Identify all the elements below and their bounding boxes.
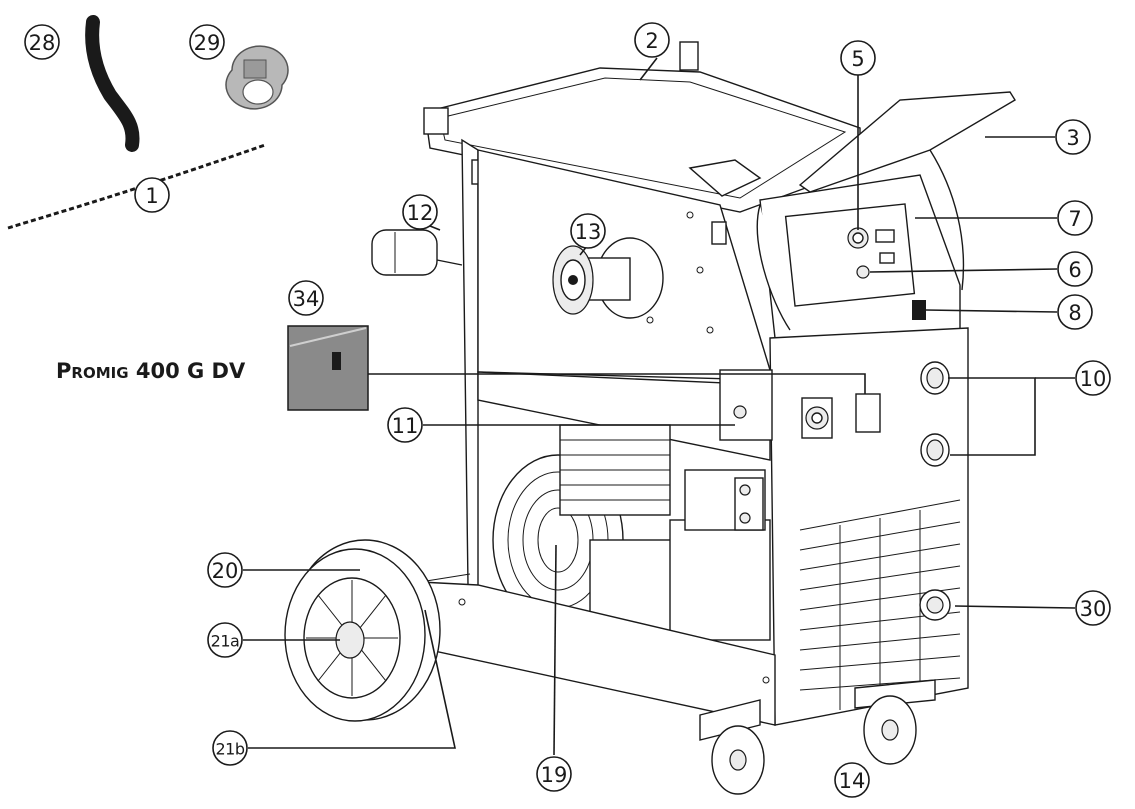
callout-2-label: 2 [645,29,658,53]
callout-19: 19 [536,756,572,792]
inset-switch-box [287,325,369,411]
callout-13: 13 [570,213,606,249]
callout-8-label: 8 [1068,301,1081,325]
callout-10-label: 10 [1080,367,1107,391]
callout-14-label: 14 [839,769,866,793]
callout-14: 14 [834,762,870,798]
callout-7-label: 7 [1068,207,1081,231]
callout-21a: 21a [207,622,243,658]
callout-10: 10 [1075,360,1111,396]
callout-11: 11 [387,407,423,443]
callout-21a-label: 21a [211,632,240,651]
callout-12: 12 [402,194,438,230]
leader-lines [243,57,1076,756]
callout-30: 30 [1075,590,1111,626]
model-label: PROMIG 400 G DV [56,359,246,383]
callout-34: 34 [288,280,324,316]
callout-6-label: 6 [1068,258,1081,282]
callouts: 28 29 1 2 5 3 7 6 [24,22,1111,798]
callout-5: 5 [840,40,876,76]
front-caster-right [854,679,936,765]
callout-34-label: 34 [293,287,320,311]
accessory-clamp-ring [225,45,289,110]
accessory-hose [85,15,140,152]
callout-30-label: 30 [1080,597,1107,621]
callout-11-label: 11 [392,414,419,438]
front-caster-left [699,699,765,795]
callout-7: 7 [1057,200,1093,236]
callout-13-label: 13 [575,220,602,244]
callout-3: 3 [1055,119,1091,155]
callout-28-label: 28 [29,31,56,55]
callout-8: 8 [1057,294,1093,330]
callout-2: 2 [634,22,670,58]
callout-3-label: 3 [1066,126,1079,150]
output-socket-upper [920,361,950,395]
callout-28: 28 [24,24,60,60]
callout-29: 29 [189,24,225,60]
model-label-prefix-big: P [56,359,71,383]
callout-1-label: 1 [145,184,158,208]
callout-6: 6 [1057,251,1093,287]
callout-20: 20 [207,552,243,588]
callout-12-label: 12 [407,201,434,225]
welder-machine [284,41,1016,795]
callout-19-label: 19 [541,763,568,787]
accessory-chain [7,143,266,230]
model-label-rest: 400 G DV [129,359,246,383]
callout-21b-label: 21b [215,740,244,759]
rear-wheel [284,539,441,722]
model-label-prefix-small: ROMIG [71,364,128,382]
callout-1: 1 [134,177,170,213]
callout-21b: 21b [212,730,248,766]
callout-5-label: 5 [851,47,864,71]
output-socket-lower [920,433,950,467]
callout-20-label: 20 [212,559,239,583]
callout-29-label: 29 [194,31,221,55]
